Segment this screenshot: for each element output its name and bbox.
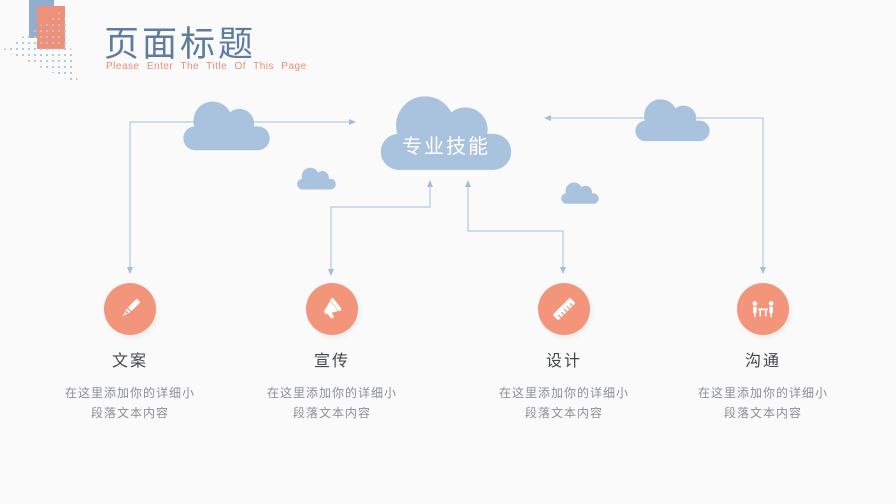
cloud-right bbox=[633, 94, 712, 144]
item-title: 宣传 bbox=[313, 353, 350, 370]
item-title: 设计 bbox=[545, 353, 582, 370]
item-desc-line1: 在这里添加你的详细小 bbox=[697, 386, 828, 400]
meeting-icon bbox=[752, 301, 774, 318]
cloud-small-left bbox=[296, 165, 337, 191]
item-title: 文案 bbox=[111, 353, 148, 370]
item-desc-line1: 在这里添加你的详细小 bbox=[64, 386, 195, 400]
center-cloud-label: 专业技能 bbox=[402, 136, 490, 158]
item-desc-line2: 段落文本内容 bbox=[524, 406, 603, 420]
cloud-left bbox=[180, 96, 273, 153]
item-column-promotion: 宣传 在这里添加你的详细小 段落文本内容 bbox=[232, 283, 432, 423]
page-title: 页面标题 bbox=[104, 25, 257, 64]
ruler-icon bbox=[553, 298, 575, 320]
page-subtitle: Please Enter The Title Of This Page bbox=[106, 61, 307, 72]
item-column-communication: 沟通 在这里添加你的详细小 段落文本内容 bbox=[663, 283, 863, 423]
cloud-small-right bbox=[560, 180, 600, 205]
pen-icon bbox=[122, 299, 140, 317]
item-desc-line2: 段落文本内容 bbox=[723, 406, 802, 420]
item-icon-circle bbox=[538, 283, 590, 335]
item-column-copywriting: 文案 在这里添加你的详细小 段落文本内容 bbox=[30, 283, 230, 423]
item-desc-line2: 段落文本内容 bbox=[90, 406, 169, 420]
item-desc-line1: 在这里添加你的详细小 bbox=[498, 386, 629, 400]
item-desc-line2: 段落文本内容 bbox=[292, 406, 371, 420]
item-icon-circle bbox=[306, 283, 358, 335]
item-icon-circle bbox=[737, 283, 789, 335]
item-icon-circle bbox=[104, 283, 156, 335]
item-column-design: 设计 在这里添加你的详细小 段落文本内容 bbox=[464, 283, 664, 423]
megaphone-icon bbox=[323, 298, 342, 319]
item-title: 沟通 bbox=[744, 353, 781, 370]
item-desc-line1: 在这里添加你的详细小 bbox=[266, 386, 397, 400]
